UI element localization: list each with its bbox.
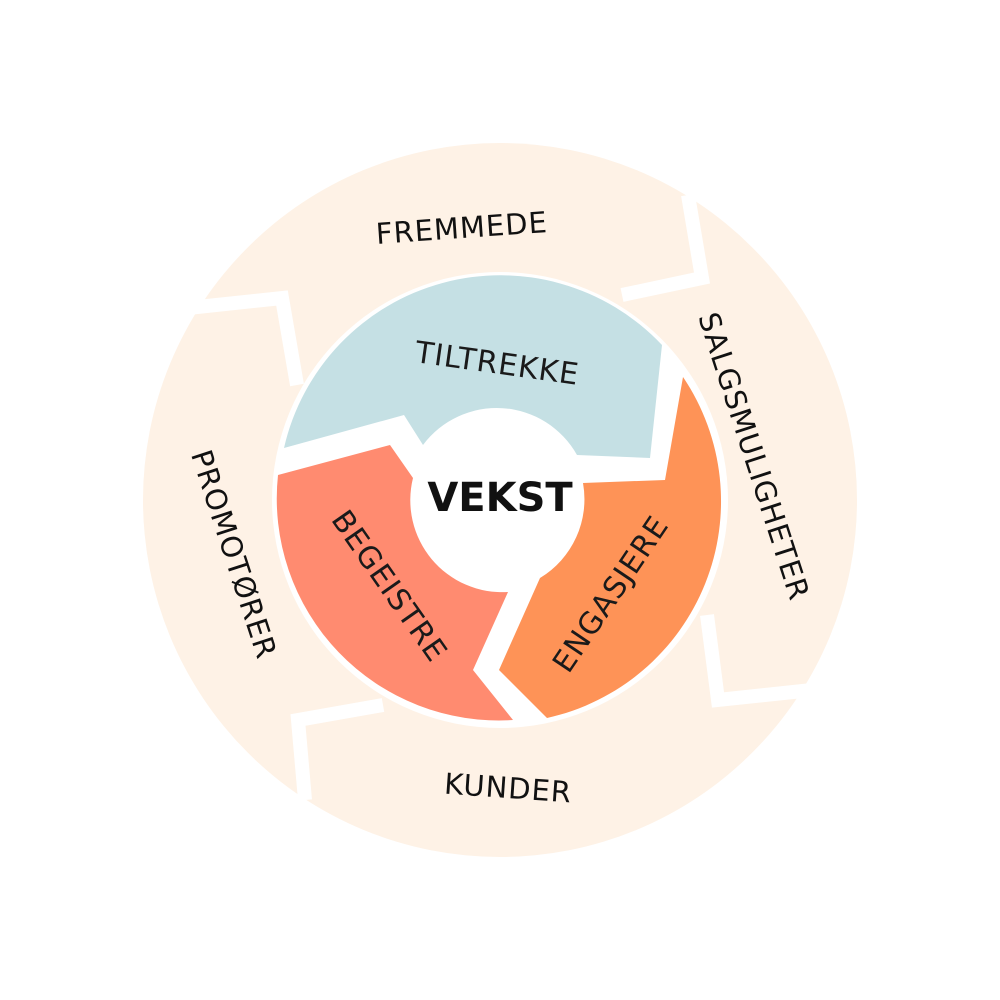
center-label-vekst: VEKST <box>427 475 573 521</box>
segment-tiltrekke <box>284 275 662 458</box>
outer-separator-kunder-promotorer <box>290 698 385 801</box>
outer-separator-fremmede-salgsmuligheter <box>620 193 711 302</box>
outer-separator-promotorer-fremmede <box>187 290 304 387</box>
segment-engasjere <box>499 377 722 718</box>
segment-begeistre <box>276 445 513 721</box>
inner-ring <box>276 275 722 721</box>
outer-separator-salgsmuligheter-kunder <box>700 614 813 708</box>
